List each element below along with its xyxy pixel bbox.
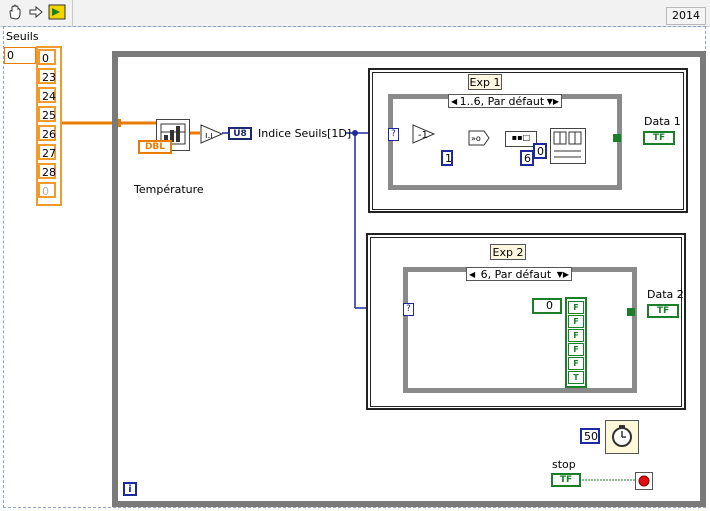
while-loop[interactable]	[112, 51, 706, 507]
seuils-element[interactable]: 27	[38, 144, 56, 160]
exp1-frame-inner	[372, 72, 684, 210]
seuils-element[interactable]: 28	[38, 163, 56, 179]
wire-junction	[352, 130, 358, 136]
arrow-icon[interactable]	[27, 3, 45, 21]
wait-ms-constant[interactable]: 50	[580, 428, 600, 444]
seuils-element[interactable]: 0	[38, 49, 56, 65]
bool-element[interactable]: F	[568, 329, 584, 342]
toolbar: 2014	[0, 0, 710, 27]
shift-node[interactable]: »o	[468, 130, 490, 146]
bool-element[interactable]: F	[568, 301, 584, 314]
data2-indicator[interactable]: TF	[647, 304, 679, 318]
seuils-element[interactable]: 26	[38, 125, 56, 141]
replace-array-node[interactable]	[550, 128, 586, 164]
bool-element[interactable]: F	[568, 315, 584, 328]
bool-array-index[interactable]: 0	[532, 298, 562, 314]
case-selector-terminal[interactable]: ?	[403, 303, 414, 316]
constant-0[interactable]: 0	[533, 143, 547, 159]
hand-icon[interactable]	[6, 3, 24, 21]
case-dropdown-icon[interactable]: ▼▶	[556, 270, 569, 279]
toolbar-separator	[72, 0, 73, 26]
seuils-element[interactable]: 25	[38, 106, 56, 122]
case-selector-terminal[interactable]: ?	[388, 128, 399, 141]
constant-1[interactable]: 1	[441, 150, 453, 166]
case-decrement-icon[interactable]: ◀	[451, 97, 458, 106]
exp2-frame-inner	[370, 237, 682, 407]
seuils-label: Seuils	[6, 30, 39, 43]
stop-condition-icon[interactable]	[635, 472, 653, 490]
bool-element[interactable]: F	[568, 343, 584, 356]
bool-element[interactable]: F	[568, 357, 584, 370]
bool-element[interactable]: T	[568, 371, 584, 384]
exp2-output-tunnel[interactable]	[627, 308, 635, 316]
data1-indicator[interactable]: TF	[643, 131, 675, 145]
data1-label: Data 1	[644, 115, 681, 128]
stop-control[interactable]: TF	[551, 473, 581, 487]
exp2-title: Exp 2	[490, 244, 526, 260]
indice-seuils-label: Indice Seuils[1D]	[258, 127, 352, 140]
u8-conversion[interactable]: U8	[228, 127, 252, 140]
constant-6[interactable]: 6	[520, 150, 534, 166]
svg-text:ı.ı: ı.ı	[205, 131, 213, 141]
case-decrement-icon[interactable]: ◀	[469, 270, 476, 279]
svg-text:-1: -1	[418, 130, 428, 141]
seuils-element[interactable]: 0	[38, 182, 56, 198]
version-tab: 2014	[666, 7, 706, 25]
svg-text:»o: »o	[471, 134, 481, 143]
wait-ms-icon[interactable]	[605, 420, 639, 454]
seuils-element[interactable]: 24	[38, 87, 56, 103]
exp1-title: Exp 1	[468, 74, 502, 90]
exp2-case-selector[interactable]: ◀ 6, Par défaut ▼▶	[466, 267, 572, 281]
run-highlight-icon[interactable]	[48, 3, 66, 21]
case-dropdown-icon[interactable]: ▼▶	[546, 97, 559, 106]
decrement-node[interactable]: -1	[412, 124, 436, 144]
seuils-index[interactable]: 0	[4, 47, 36, 64]
threshold-array-node[interactable]	[156, 119, 190, 151]
iteration-terminal[interactable]: i	[123, 482, 137, 496]
stop-label: stop	[552, 458, 576, 471]
exp1-case-value: 1..6, Par défaut	[459, 95, 545, 108]
seuils-element[interactable]: 23	[38, 68, 56, 84]
round-node[interactable]: ı.ı	[200, 124, 224, 144]
data2-label: Data 2	[647, 288, 684, 301]
exp1-output-tunnel[interactable]	[613, 134, 621, 142]
temperature-terminal[interactable]: DBL	[138, 140, 172, 154]
number-to-bool-node[interactable]: ▪▪□	[505, 131, 537, 147]
exp2-case-value: 6, Par défaut	[480, 268, 552, 281]
temperature-label: Température	[134, 183, 204, 196]
exp2-case-structure[interactable]	[403, 267, 637, 393]
exp1-case-selector[interactable]: ◀ 1..6, Par défaut ▼▶	[448, 94, 562, 108]
